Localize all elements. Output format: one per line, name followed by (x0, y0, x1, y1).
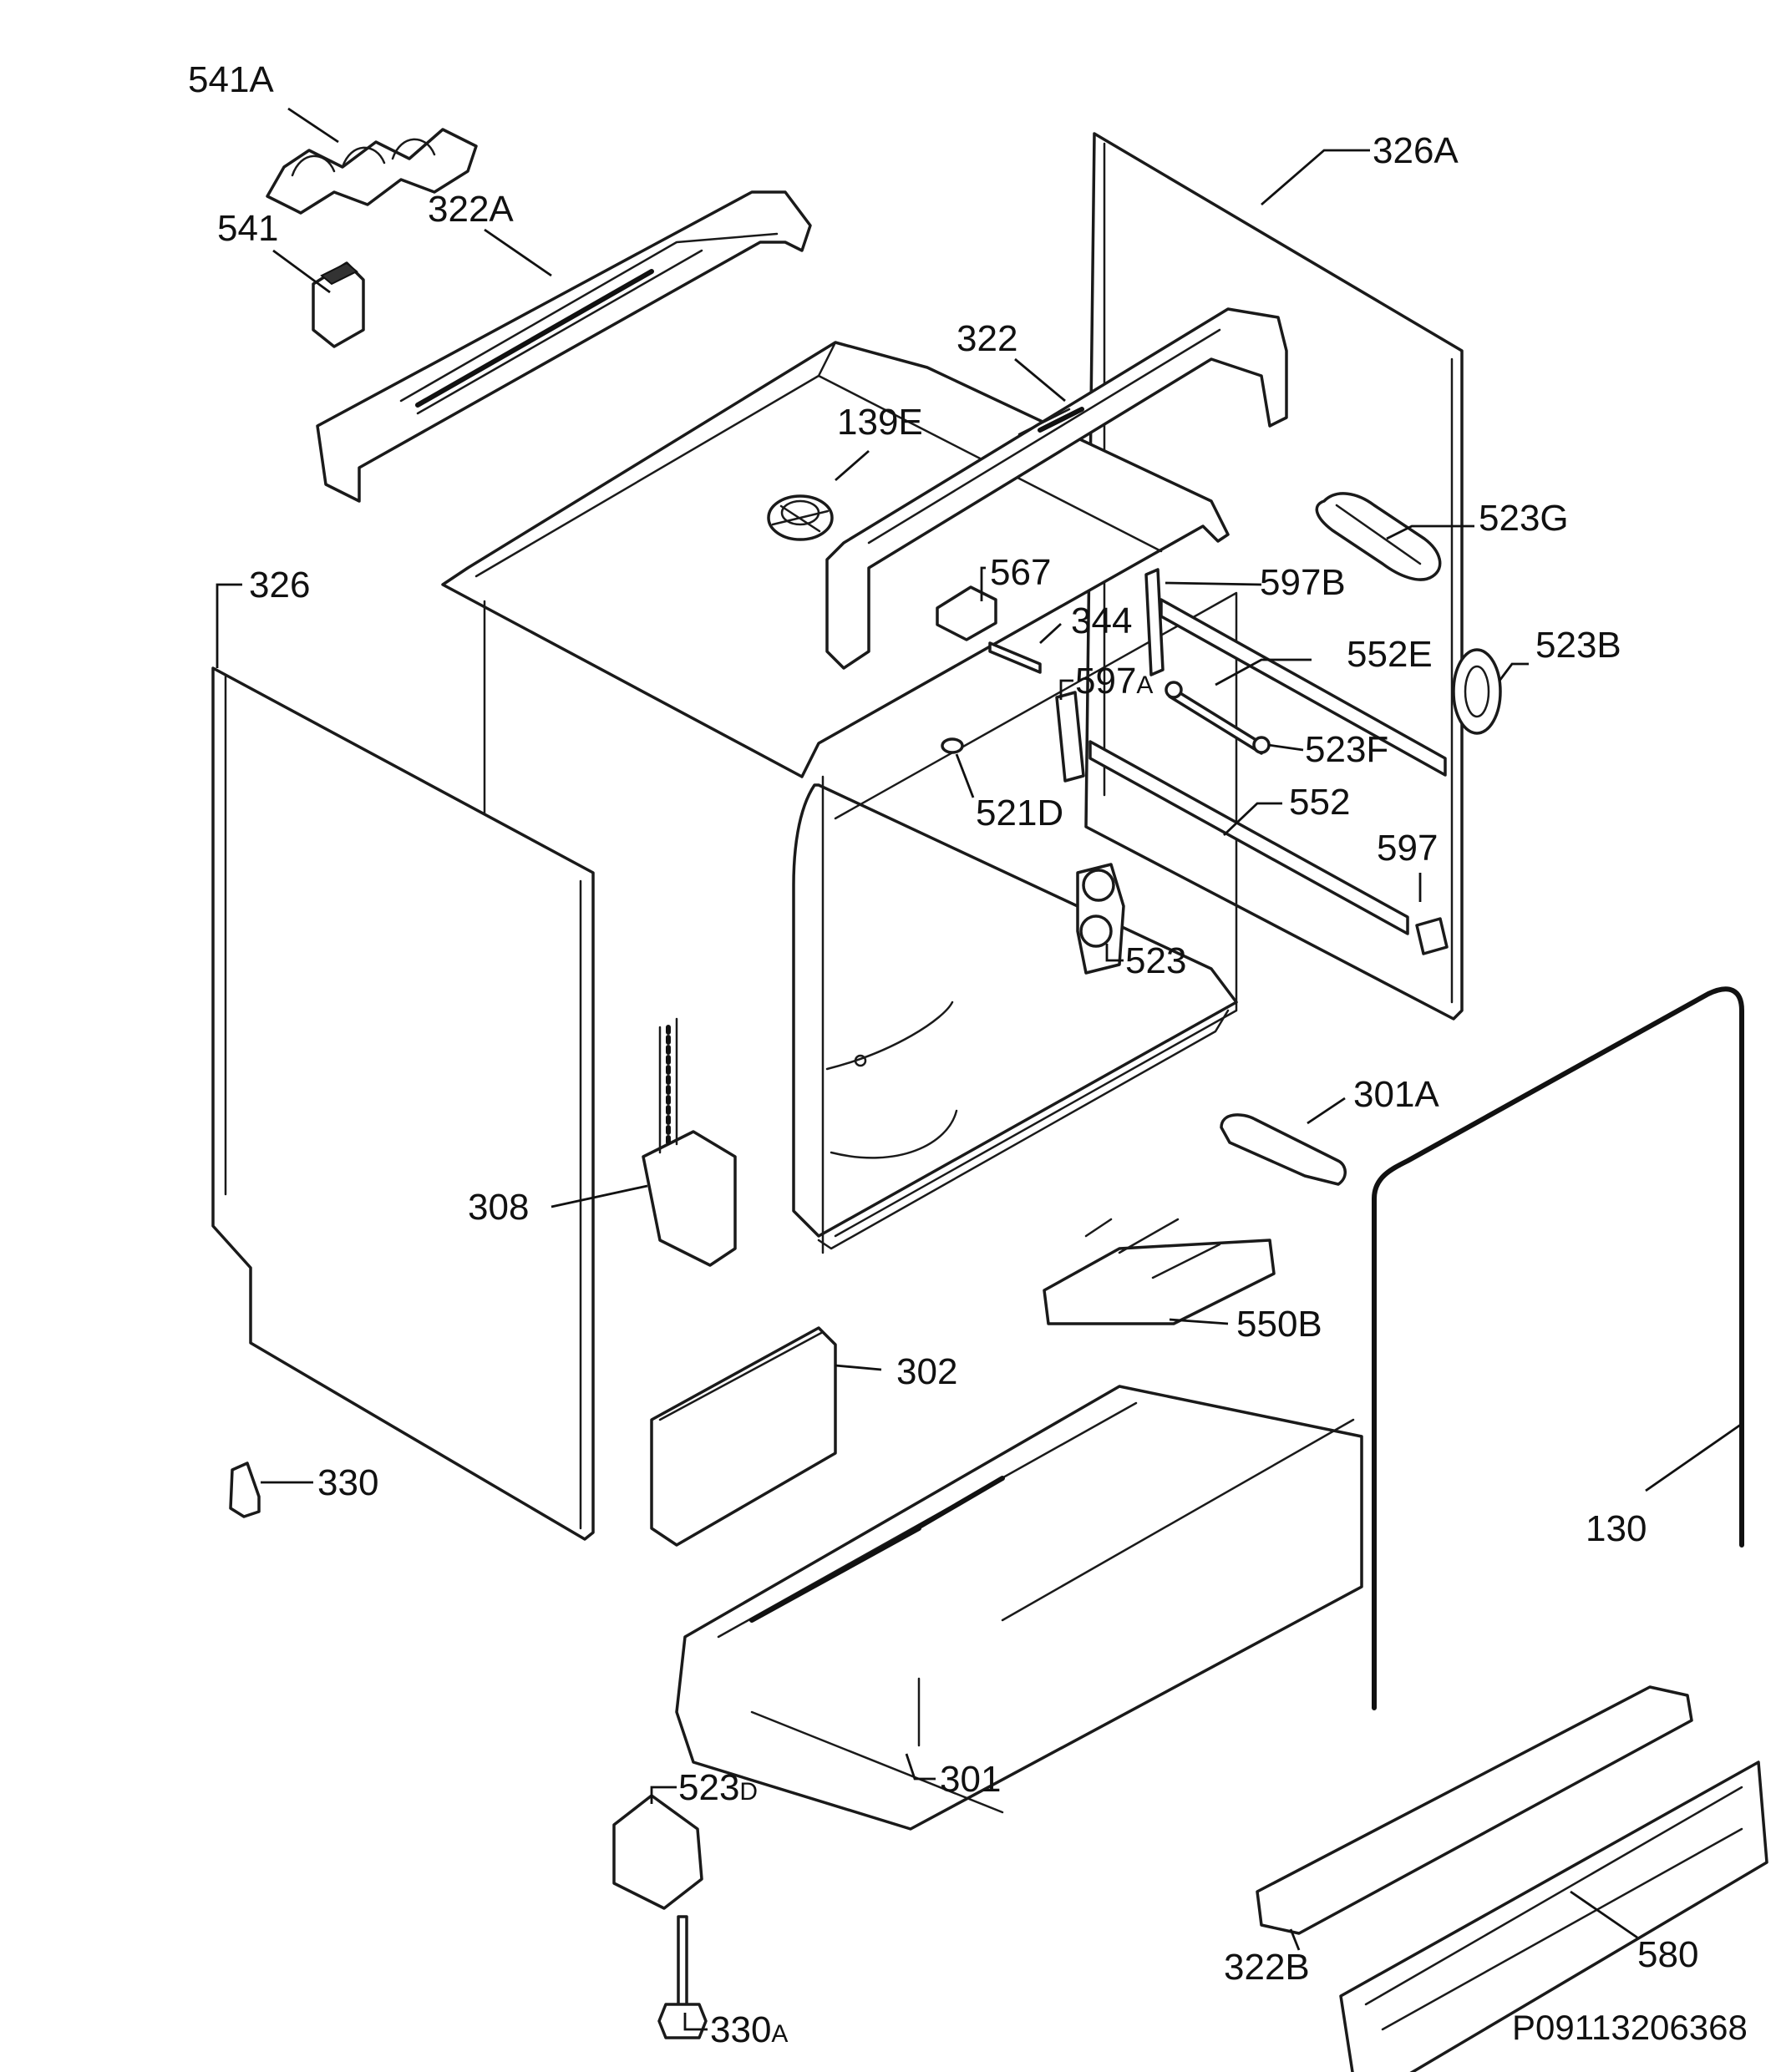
part-301A-handle (1220, 1113, 1347, 1186)
part-552E-rail (1159, 598, 1447, 777)
label-301: 301 (940, 1759, 1001, 1800)
part-523-fitting (1076, 863, 1125, 975)
part-326-side-panel (211, 666, 595, 1541)
reference-code: P09113206368 (1512, 2008, 1748, 2047)
part-139E-nozzle (767, 494, 834, 541)
label-302: 302 (896, 1351, 957, 1392)
part-130-seal (1372, 986, 1744, 1710)
part-541A-clip (266, 128, 478, 215)
label-322: 322 (957, 318, 1017, 359)
label-523F: 523F (1305, 729, 1388, 770)
part-523F-link (1165, 681, 1271, 755)
part-330-foot (229, 1462, 261, 1518)
label-322A: 322A (428, 189, 514, 230)
label-567: 567 (990, 552, 1051, 593)
label-330A: 330A (710, 2009, 788, 2050)
label-326: 326 (249, 565, 310, 605)
part-labels: 541A 541 322A 326A 322 139E 523G 326 567… (188, 59, 1748, 2050)
label-523G: 523G (1479, 498, 1569, 539)
label-523D: 523D (678, 1767, 758, 1808)
label-521D: 521D (976, 793, 1063, 833)
label-330: 330 (317, 1462, 378, 1503)
part-523B-oval (1452, 648, 1502, 735)
part-322B-rail (1256, 1685, 1693, 1935)
label-139E: 139E (837, 402, 923, 443)
label-344: 344 (1071, 600, 1132, 641)
label-597: 597 (1377, 828, 1438, 869)
part-550B-module (1043, 1218, 1276, 1325)
label-301A: 301A (1353, 1074, 1439, 1115)
part-597-clip (1415, 917, 1449, 955)
part-523D-bracket (612, 1794, 703, 1910)
label-541A: 541A (188, 59, 274, 100)
part-301-base (675, 1385, 1363, 1831)
label-552E: 552E (1347, 634, 1433, 675)
label-597A: 597A (1075, 661, 1153, 702)
label-130: 130 (1586, 1508, 1647, 1549)
label-552: 552 (1289, 782, 1350, 823)
label-523B: 523B (1535, 625, 1621, 666)
part-523G-gasket (1315, 492, 1442, 581)
label-597B: 597B (1260, 562, 1346, 603)
label-308: 308 (468, 1187, 529, 1228)
part-521D-nut (941, 737, 964, 754)
label-580: 580 (1637, 1934, 1698, 1975)
part-541-bracket (312, 261, 365, 348)
part-322-rail (825, 307, 1288, 670)
part-344-pin (988, 641, 1042, 674)
label-523: 523 (1125, 940, 1186, 981)
part-580-plinth (1339, 1760, 1768, 2072)
leader-lines (216, 107, 1743, 2031)
part-330A-foot (657, 1915, 708, 2039)
part-302-panel (650, 1326, 837, 1547)
label-541: 541 (217, 208, 278, 249)
part-322A-rail (316, 190, 812, 503)
part-597A-clip (1055, 691, 1085, 783)
label-550B: 550B (1236, 1304, 1322, 1345)
label-326A: 326A (1373, 130, 1459, 171)
label-322B: 322B (1224, 1947, 1310, 1988)
part-308-hinge (642, 1017, 737, 1267)
part-552-rail (1088, 740, 1409, 935)
part-597B-clip (1144, 568, 1165, 676)
